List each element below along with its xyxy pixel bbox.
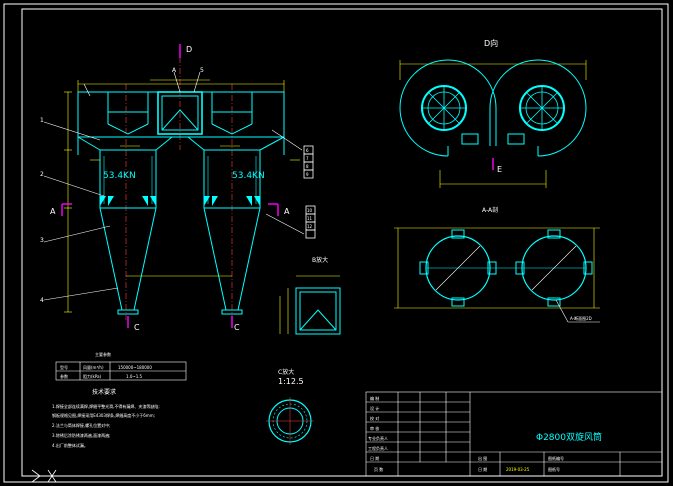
section-aa-radius-left xyxy=(435,245,481,291)
callout-7: 7 xyxy=(306,156,309,161)
tb-label-1: 编 制 xyxy=(370,395,379,401)
tech-requirements: 技术要求 1.焊接全部连续满焊,焊缝平整光滑,不得有漏焊、夹渣等缺陷; 钢板规格… xyxy=(52,388,160,448)
tb-label-4: 审 核 xyxy=(370,425,379,431)
tech-table-r1c3: 150000~180000 xyxy=(118,365,152,370)
section-label-c-left: C xyxy=(134,323,140,332)
section-aa-radius-right xyxy=(531,245,577,291)
tb-date-value: 2019-03-25 xyxy=(506,467,530,472)
callout-stack-lower xyxy=(305,205,316,239)
tech-table: 主要参数 型号 风量(m³/h) 150000~180000 参数 阻力(kPa… xyxy=(55,351,187,381)
callout-12: 12 xyxy=(307,224,313,229)
detail-c-flange xyxy=(266,397,314,445)
tech-table-r2c2: 阻力(kPa) xyxy=(83,373,102,379)
tech-table-r2c1: 参数 xyxy=(60,373,68,379)
section-label-c-right: C xyxy=(234,323,240,332)
tech-req-item-2: 钢板规格见图,焊接采用E4303焊条,焊缝高度不小于6mm; xyxy=(52,412,155,418)
callout-1: 1 xyxy=(40,117,44,124)
callout-4: 4 xyxy=(40,297,44,304)
section-aa-circles xyxy=(425,235,587,301)
tb-page-label: 页 数 xyxy=(374,466,383,472)
section-aa-lugs xyxy=(419,229,593,307)
section-aa: A-A剖 A-断面图2D xyxy=(394,206,600,323)
tech-req-item-3: 2.法兰与筒体焊接,螺孔位置对中; xyxy=(52,422,110,428)
left-cyclone xyxy=(77,136,173,315)
top-view-section-e: E xyxy=(497,165,502,174)
callout-9: 9 xyxy=(306,172,309,177)
tech-table-r1c1: 型号 xyxy=(60,364,68,370)
tb-right-label-1: 图纸编号 xyxy=(548,455,564,461)
detail-c-title: C放大 xyxy=(278,368,294,376)
section-aa-dimensions xyxy=(394,227,600,309)
tech-req-item-5: 4.出厂前整体试漏。 xyxy=(52,442,88,448)
tech-table-title: 主要参数 xyxy=(95,351,111,357)
tech-req-item-1: 1.焊接全部连续满焊,焊缝平整光滑,不得有漏焊、夹渣等缺陷; xyxy=(52,403,160,409)
tb-out-label: 出 图 xyxy=(478,455,487,461)
front-view-centerlines xyxy=(125,46,233,320)
top-view-outlet-box xyxy=(461,133,525,145)
front-view-dimensions xyxy=(64,79,300,313)
callout-8: 8 xyxy=(306,164,309,169)
tech-table-r2c3: 1.0~1.5 xyxy=(126,374,143,379)
tb-label-5: 专业负责人 xyxy=(368,435,388,441)
left-cyclone-brackets xyxy=(100,196,156,206)
top-view-title: D向 xyxy=(484,38,498,48)
title-block-grid xyxy=(365,391,663,477)
detail-b-body xyxy=(295,287,341,335)
front-view-section-marks xyxy=(61,44,279,328)
section-aa-callout: A-断面图2D xyxy=(570,315,592,321)
callout-stack-upper xyxy=(303,145,314,179)
title-block: 编 制 设 计 校 对 审 核 专业负责人 工程负责人 日 期 页 数 出 图 … xyxy=(365,391,663,477)
detail-c-scale: 1:12.5 xyxy=(278,377,304,386)
tech-table-r1c2: 风量(m³/h) xyxy=(83,364,104,370)
right-cyclone-brackets xyxy=(204,196,260,206)
callout-2: 2 xyxy=(40,171,44,178)
drawing-title: Φ2800双旋风筒 xyxy=(536,431,602,443)
section-aa-title: A-A剖 xyxy=(482,206,498,214)
detail-b-dimensions xyxy=(279,275,340,334)
tb-date-label: 日 期 xyxy=(478,466,487,472)
section-label-a-right: A xyxy=(284,207,290,216)
tb-label-6: 工程负责人 xyxy=(368,445,388,451)
drawing-frame xyxy=(3,3,669,483)
callout-3: 3 xyxy=(40,237,44,244)
right-cyclone xyxy=(187,136,285,315)
detail-c: C放大 1:12.5 xyxy=(266,368,314,445)
front-view-leaders xyxy=(43,71,305,301)
top-view: D向 xyxy=(399,38,587,188)
tech-req-title: 技术要求 xyxy=(92,388,116,396)
callout-top-a: A xyxy=(172,67,177,74)
top-view-spokes xyxy=(422,86,564,130)
callout-top-5: 5 xyxy=(200,67,204,74)
front-view: D A A C C 53.4KN 53.4KN 1 2 3 4 A 5 6 7 … xyxy=(40,44,316,332)
section-label-d: D xyxy=(186,45,192,54)
ucs-icon xyxy=(30,469,70,483)
tb-label-3: 校 对 xyxy=(370,415,379,421)
callout-6: 6 xyxy=(306,148,309,153)
tech-req-item-4: 3.除锈后涂防锈漆两遍,面漆两遍; xyxy=(52,432,110,438)
section-aa-leader xyxy=(555,299,569,323)
callout-10: 10 xyxy=(307,208,313,213)
tb-label-7: 日 期 xyxy=(370,455,379,461)
top-view-scrolls xyxy=(399,59,587,157)
front-view-outlet xyxy=(77,91,285,155)
tb-right-label-2: 图纸号 xyxy=(548,466,560,472)
tb-label-2: 设 计 xyxy=(370,405,379,411)
load-label-left: 53.4KN xyxy=(103,171,136,181)
tech-table-grid xyxy=(55,361,187,381)
load-label-right: 53.4KN xyxy=(232,171,265,181)
detail-b-title: B放大 xyxy=(312,256,328,264)
top-view-dimensions xyxy=(399,60,587,188)
detail-b: B放大 xyxy=(279,256,341,335)
callout-11: 11 xyxy=(307,216,313,221)
section-label-a-left: A xyxy=(50,207,56,216)
